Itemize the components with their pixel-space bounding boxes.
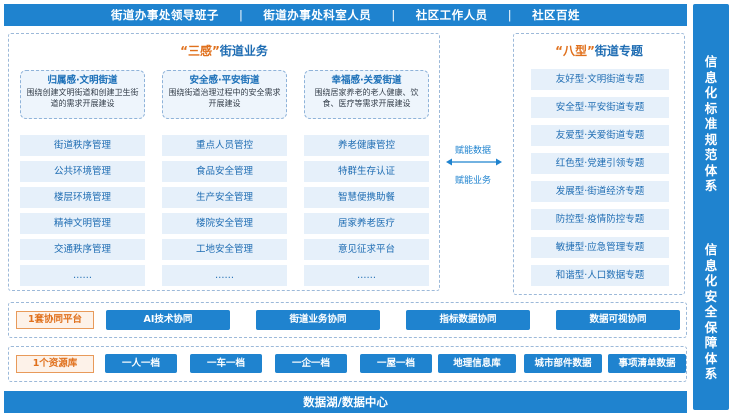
special-topic-item: 敏捷型·应急管理专题 (531, 237, 669, 258)
top-bar-item: 街道办事处领导班子 (110, 8, 219, 22)
business-item: 交通秩序管理 (20, 239, 145, 260)
pillar-caring: 幸福感·关爱街道 围绕居家养老的老人健康、饮食、医疗等需求开展建设 (304, 70, 429, 119)
resource-item: 一屋一档 (360, 354, 432, 373)
business-item: 特群生存认证 (304, 161, 429, 182)
business-item: 智慧便携助餐 (304, 187, 429, 208)
business-item: 养老健康管控 (304, 135, 429, 156)
business-item: 意见征求平台 (304, 239, 429, 260)
business-item: 楼院安全管理 (162, 213, 287, 234)
top-bar: 街道办事处领导班子 | 街道办事处科室人员 | 社区工作人员 | 社区百姓 (4, 4, 687, 26)
pillar-desc: 围绕创建文明街道和创建卫生街道的需求开展建设 (26, 88, 139, 108)
pillar-title: 归属感·文明街道 (47, 75, 118, 86)
business-item: 食品安全管理 (162, 161, 287, 182)
pillar-desc: 围绕街道治理过程中的安全需求开展建设 (168, 88, 281, 108)
three-senses-title: “三感”街道业务 (180, 44, 268, 58)
pillar-desc: 围绕居家养老的老人健康、饮食、医疗等需求开展建设 (314, 88, 419, 108)
top-bar-item: 社区百姓 (532, 8, 581, 22)
business-item: 工地安全管理 (162, 239, 287, 260)
top-bar-item: 社区工作人员 (415, 8, 488, 22)
top-bar-separator: | (238, 8, 244, 22)
platform-item: 数据可视协同 (556, 310, 680, 330)
business-item: …… (162, 265, 287, 286)
business-item: 生产安全管理 (162, 187, 287, 208)
business-item: …… (304, 265, 429, 286)
side-bar: 信息化标准规范体系 信息化安全保障体系 (693, 4, 729, 410)
top-bar-separator: | (391, 8, 396, 22)
pillar-title: 幸福感·关爱街道 (331, 75, 402, 86)
pillar-title: 安全感·平安街道 (189, 75, 260, 86)
bottom-bar: 数据湖/数据中心 (4, 391, 687, 413)
special-topic-item: 安全型·平安街道专题 (531, 97, 669, 118)
special-topic-item: 红色型·党建引领专题 (531, 153, 669, 174)
business-item: …… (20, 265, 145, 286)
resource-item: 一企一档 (275, 354, 347, 373)
special-topic-item: 发展型·街道经济专题 (531, 181, 669, 202)
business-item: 精神文明管理 (20, 213, 145, 234)
special-topic-item: 和谐型·人口数据专题 (531, 265, 669, 286)
resource-item: 地理信息库 (438, 354, 516, 373)
pillar-safe: 安全感·平安街道 围绕街道治理过程中的安全需求开展建设 (162, 70, 287, 119)
standards-system-label: 信息化标准规范体系 (704, 54, 718, 193)
top-bar-separator: | (507, 8, 513, 22)
resource-item: 事项清单数据 (608, 354, 686, 373)
business-item: 重点人员管控 (162, 135, 287, 156)
double-arrow-icon (446, 158, 502, 166)
business-item: 居家养老医疗 (304, 213, 429, 234)
resource-item: 一人一档 (105, 354, 177, 373)
empower-data-label: 赋能数据 (455, 146, 492, 156)
business-item: 公共环境管理 (20, 161, 145, 182)
resource-label: 1个资源库 (16, 355, 94, 373)
resource-item: 城市部件数据 (524, 354, 602, 373)
eight-types-title: “八型”街道专题 (555, 44, 643, 58)
special-topic-item: 防控型·疫情防控专题 (531, 209, 669, 230)
business-item: 楼层环境管理 (20, 187, 145, 208)
platform-item: AI技术协同 (106, 310, 230, 330)
top-bar-item: 街道办事处科室人员 (263, 8, 372, 22)
empower-business-label: 赋能业务 (455, 176, 492, 186)
pillar-civilized: 归属感·文明街道 围绕创建文明街道和创建卫生街道的需求开展建设 (20, 70, 145, 119)
platform-item: 街道业务协同 (256, 310, 380, 330)
platform-item: 指标数据协同 (406, 310, 530, 330)
resource-item: 一车一档 (190, 354, 262, 373)
special-topic-item: 友好型·文明街道专题 (531, 69, 669, 90)
platform-label: 1套协同平台 (16, 311, 94, 329)
business-item: 街道秩序管理 (20, 135, 145, 156)
security-system-label: 信息化安全保障体系 (704, 242, 718, 381)
special-topic-item: 友爱型·关爱街道专题 (531, 125, 669, 146)
